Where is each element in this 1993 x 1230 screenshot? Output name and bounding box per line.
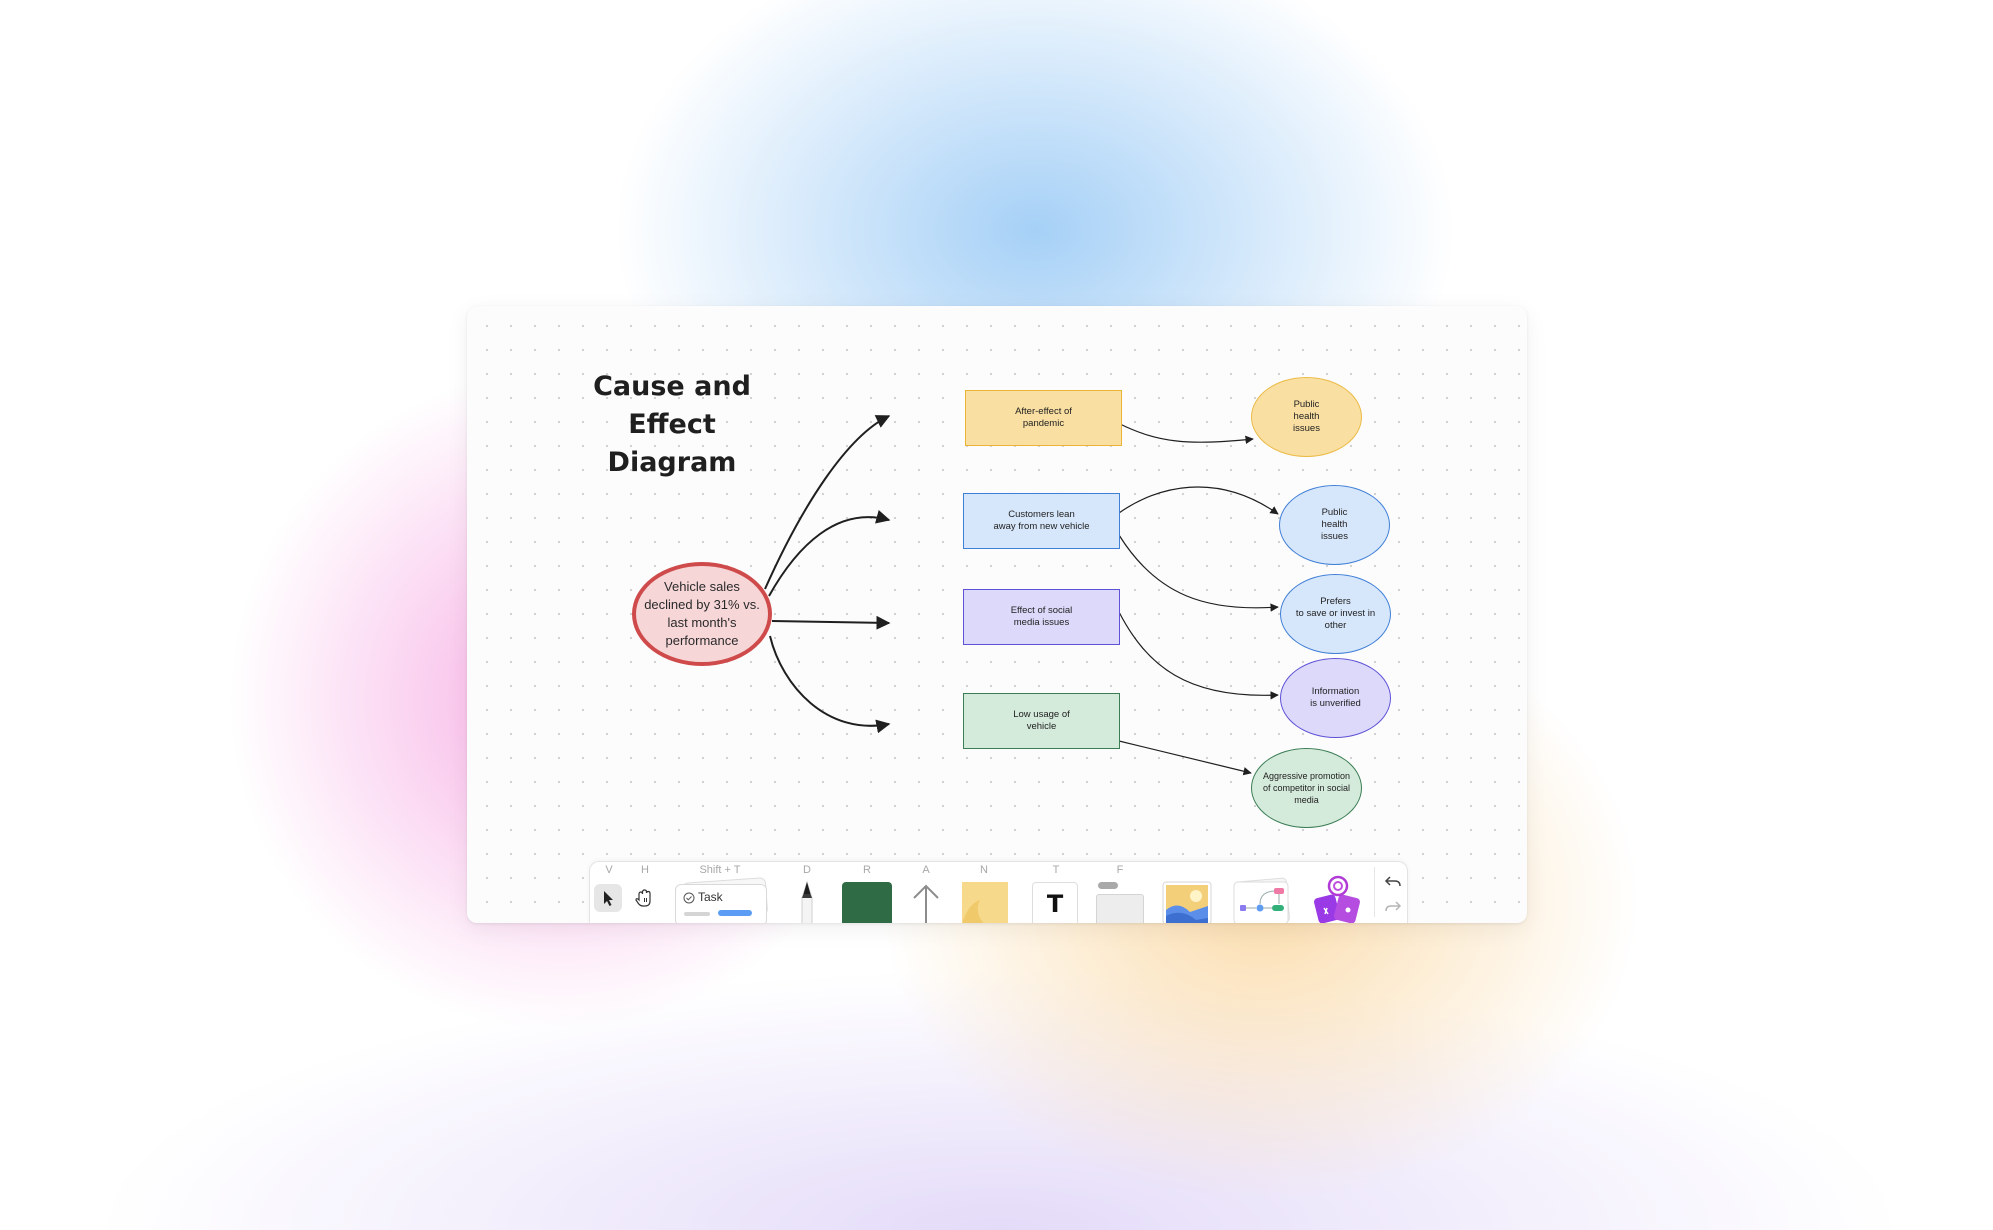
- connector-cause-4-to-effect-5: [1118, 740, 1252, 776]
- shortcut-hand: H: [641, 864, 649, 876]
- effect-label: Public health issues: [1293, 399, 1320, 434]
- text-glyph: T: [1046, 890, 1064, 918]
- check-circle-icon: [683, 892, 695, 904]
- frame-icon: [1096, 882, 1144, 923]
- ai-assistant-button[interactable]: [1310, 872, 1366, 923]
- connector-root-to-cause-3: [771, 615, 891, 630]
- frame-label-pill: [1098, 882, 1118, 889]
- effect-label: Prefers to save or invest in other: [1295, 596, 1376, 631]
- connector-cause-1-to-effect-1: [1119, 423, 1254, 444]
- image-tool-button[interactable]: [1162, 880, 1212, 923]
- root-problem-node[interactable]: Vehicle sales declined by 31% vs. last m…: [632, 562, 772, 666]
- frame-body: [1096, 894, 1144, 923]
- shortcut-draw: D: [803, 864, 811, 876]
- redo-button[interactable]: [1382, 895, 1404, 917]
- undo-button[interactable]: [1382, 870, 1404, 892]
- cause-label: Customers lean away from new vehicle: [993, 509, 1090, 532]
- template-tool-button[interactable]: [1232, 874, 1292, 923]
- effect-label: Information is unverified: [1310, 686, 1361, 709]
- text-tool-button[interactable]: T: [1032, 880, 1078, 923]
- title-line-2: Diagram: [607, 447, 737, 478]
- connector-cause-2-to-effect-3: [1118, 534, 1279, 612]
- cause-node-low-usage[interactable]: Low usage of vehicle: [963, 693, 1120, 749]
- connector-root-to-cause-1: [764, 415, 891, 590]
- shortcut-note: N: [980, 864, 988, 876]
- flowchart-template-icon: [1233, 877, 1290, 923]
- note-tool-button[interactable]: [960, 880, 1010, 923]
- cause-label: Low usage of vehicle: [1013, 709, 1070, 732]
- cause-node-customers[interactable]: Customers lean away from new vehicle: [963, 493, 1120, 549]
- connector-root-to-cause-4: [769, 635, 891, 734]
- ai-assistant-icon: [1314, 875, 1360, 923]
- rectangle-shape-icon: [842, 882, 892, 923]
- cause-node-pandemic[interactable]: After-effect of pandemic: [965, 390, 1122, 446]
- diagram-title[interactable]: Cause and Effect Diagram: [557, 368, 787, 482]
- rectangle-tool-button[interactable]: [842, 880, 892, 923]
- task-tool-button[interactable]: Task: [675, 877, 771, 923]
- cause-label: After-effect of pandemic: [1015, 406, 1072, 429]
- shortcut-arrow: A: [922, 864, 930, 876]
- task-progress-blue: [718, 910, 752, 916]
- effect-node-aggressive-promotion[interactable]: Aggressive promotion of competitor in so…: [1251, 748, 1362, 828]
- title-line-1: Cause and Effect: [593, 371, 751, 440]
- sticky-note-icon: [962, 882, 1008, 923]
- hand-tool-button[interactable]: [630, 884, 658, 912]
- root-problem-text: Vehicle sales declined by 31% vs. last m…: [644, 579, 760, 648]
- arrow-icon: [913, 884, 939, 923]
- redo-icon: [1385, 901, 1402, 912]
- shortcut-frame: F: [1116, 864, 1124, 876]
- cause-node-social-media[interactable]: Effect of social media issues: [963, 589, 1120, 645]
- draw-tool-button[interactable]: [792, 880, 822, 923]
- cursor-icon: [604, 891, 613, 906]
- text-icon: T: [1032, 882, 1078, 923]
- effect-node-public-health-2[interactable]: Public health issues: [1279, 485, 1390, 565]
- cause-label: Effect of social media issues: [1010, 605, 1073, 628]
- effect-label: Public health issues: [1321, 507, 1348, 542]
- connector-layer: [764, 415, 1279, 776]
- pen-icon: [801, 880, 813, 923]
- task-label: Task: [698, 890, 723, 904]
- toolbar-divider: [1374, 867, 1375, 917]
- connector-cause-3-to-effect-4: [1118, 611, 1279, 700]
- frame-tool-button[interactable]: [1096, 882, 1144, 923]
- bottom-toolbar: V H Shift + T D R A N T F: [589, 861, 1408, 923]
- effect-node-prefers-save[interactable]: Prefers to save or invest in other: [1280, 574, 1391, 654]
- shortcut-select: V: [605, 864, 613, 876]
- select-tool-button[interactable]: [594, 884, 622, 912]
- task-progress-gray: [684, 912, 710, 916]
- connector-cause-2-to-effect-2: [1118, 486, 1279, 515]
- shortcut-task: Shift + T: [699, 864, 741, 876]
- whiteboard-canvas[interactable]: Cause and Effect Diagram Vehicle sales d…: [467, 306, 1527, 923]
- image-icon: [1162, 881, 1212, 923]
- shortcut-text: T: [1052, 864, 1060, 876]
- task-card-icon: Task: [675, 884, 767, 923]
- undo-icon: [1384, 876, 1401, 887]
- hand-icon: [635, 889, 651, 907]
- effect-node-info-unverified[interactable]: Information is unverified: [1280, 658, 1391, 738]
- shortcut-rectangle: R: [863, 864, 871, 876]
- effect-node-public-health-1[interactable]: Public health issues: [1251, 377, 1362, 457]
- arrow-tool-button[interactable]: [908, 880, 944, 923]
- connector-root-to-cause-2: [768, 509, 891, 597]
- effect-label: Aggressive promotion of competitor in so…: [1262, 771, 1351, 805]
